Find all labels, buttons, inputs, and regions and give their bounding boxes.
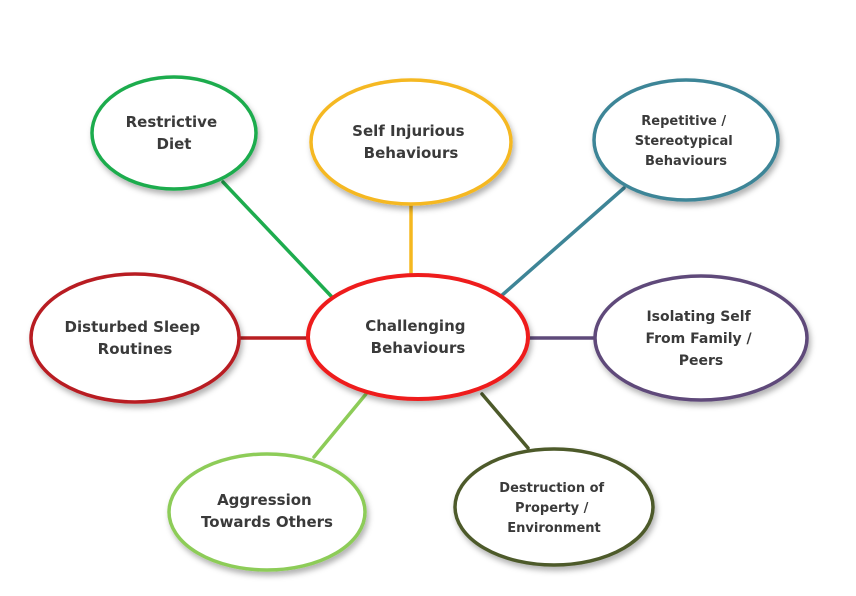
node-label-line-3: Peers: [679, 353, 724, 369]
node-ellipse: [167, 452, 367, 572]
node-self-injurious-behaviours: Self Injurious Behaviours: [309, 78, 513, 206]
node-label: Disturbed Sleep Routines: [65, 318, 206, 358]
node-repetitive-stereotypical-behaviours: Repetitive / Stereotypical Behaviours: [592, 78, 780, 202]
node-label-line-3: Environment: [507, 521, 601, 536]
node-label-line-1: Restrictive: [126, 113, 218, 131]
node-label-line-1: Destruction of: [499, 481, 604, 496]
node-disturbed-sleep-routines: Disturbed Sleep Routines: [29, 272, 241, 404]
node-ellipse: [29, 272, 241, 404]
connector-repetitive-stereotypical-behaviours: [498, 186, 626, 299]
node-label-line-2: Diet: [157, 135, 192, 153]
node-label-line-3: Behaviours: [645, 154, 727, 169]
node-label-line-1: Isolating Self: [646, 309, 751, 325]
node-label-line-1: Repetitive /: [641, 114, 726, 129]
node-destruction-of-property-environment: Destruction of Property / Environment: [453, 447, 655, 567]
center-ellipse: [306, 273, 530, 401]
connector-aggression-towards-others: [312, 392, 368, 459]
node-ellipse: [453, 447, 655, 567]
center-node: Challenging Behaviours: [306, 273, 530, 401]
node-label-line-2: Towards Others: [201, 513, 333, 531]
connector-restrictive-diet: [221, 180, 333, 298]
connector-destruction-of-property-environment: [480, 392, 530, 450]
node-label: Restrictive Diet: [126, 113, 223, 153]
center-label-line-2: Behaviours: [371, 339, 466, 357]
node-label: Destruction of Property / Environment: [499, 481, 608, 536]
node-restrictive-diet: Restrictive Diet: [90, 75, 258, 191]
node-label-line-1: Disturbed Sleep: [65, 318, 201, 336]
node-ellipse: [592, 78, 780, 202]
node-aggression-towards-others: Aggression Towards Others: [167, 452, 367, 572]
node-label-line-2: Property /: [515, 501, 589, 516]
node-label-line-2: Behaviours: [364, 144, 459, 162]
node-label: Self Injurious Behaviours: [352, 122, 470, 162]
node-ellipse: [309, 78, 513, 206]
node-ellipse: [593, 274, 809, 402]
node-isolating-self-from-family-peers: Isolating Self From Family / Peers: [593, 274, 809, 402]
node-label: Aggression Towards Others: [201, 491, 333, 531]
node-label-line-1: Self Injurious: [352, 122, 464, 140]
center-label: Challenging Behaviours: [365, 317, 470, 357]
center-label-line-1: Challenging: [365, 317, 465, 335]
node-label-line-2: Routines: [98, 340, 173, 358]
node-label: Isolating Self From Family / Peers: [645, 309, 756, 369]
node-label-line-1: Aggression: [217, 491, 312, 509]
node-label-line-2: Stereotypical: [635, 134, 733, 149]
node-label: Repetitive / Stereotypical Behaviours: [635, 114, 737, 169]
connectors: [221, 180, 626, 459]
node-ellipse: [90, 75, 258, 191]
node-label-line-2: From Family /: [645, 331, 752, 347]
